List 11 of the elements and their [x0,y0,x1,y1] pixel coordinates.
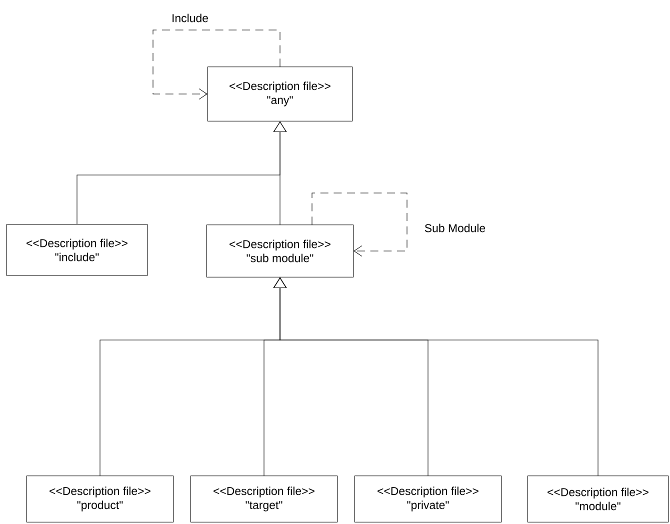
self-loop-arrow [312,192,408,257]
class-box: <<Description file>> "private" [354,476,502,522]
edge-label: Include [170,12,210,24]
class-box: <<Description file>> "sub module" [206,224,354,278]
class-box: <<Description file>> "target" [190,476,338,522]
class-box: <<Description file>> "module" [527,476,669,522]
edge-label: Sub Module [423,222,487,234]
self-loop-arrow [152,30,280,100]
class-box: <<Description file>> "product" [26,476,174,522]
class-box: <<Description file>> "any" [207,66,353,122]
class-box: <<Description file>> "include" [6,224,148,276]
